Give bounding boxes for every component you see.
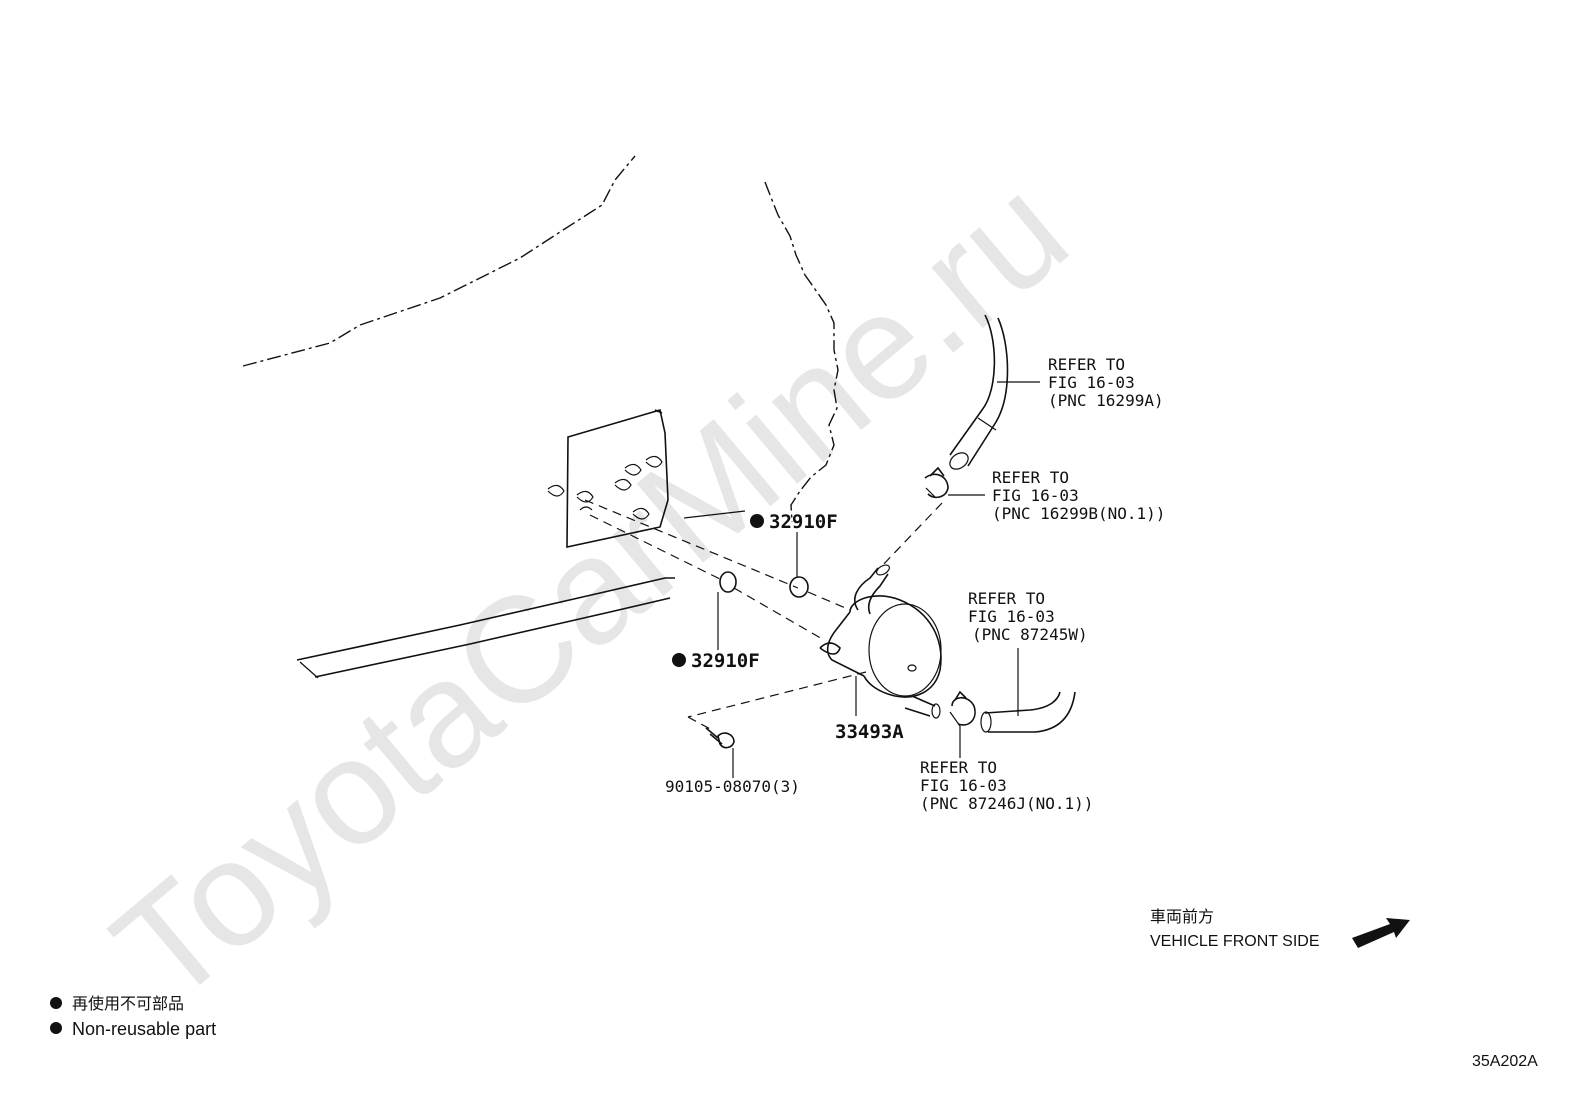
legend-bullet-en <box>50 1022 62 1034</box>
part-number-oring-lower: 32910F <box>691 650 760 672</box>
legend-label-jp: 再使用不可部品 <box>72 995 184 1013</box>
legend-label-en: Non-reusable part <box>72 1019 216 1039</box>
part-number-cooler: 33493A <box>835 721 904 743</box>
o-ring-lower <box>719 571 737 593</box>
non-reusable-mark-upper <box>750 514 764 528</box>
legend-bullet-jp <box>50 997 62 1009</box>
upper-hose <box>949 314 1009 470</box>
upper-clamp <box>924 466 949 499</box>
o-ring-upper <box>789 576 809 598</box>
front-arrow-icon <box>1352 918 1410 948</box>
oil-cooler <box>819 564 942 719</box>
non-reusable-mark-lower <box>672 653 686 667</box>
part-number-bolt: 90105-08070(3) <box>665 777 800 796</box>
right-hose <box>980 691 1076 733</box>
assembly-lines <box>584 499 943 731</box>
leader-lines <box>683 381 1040 778</box>
watermark: ToyotaCarMine.ru <box>83 145 1098 1035</box>
direction-label-en: VEHICLE FRONT SIDE <box>1150 933 1320 950</box>
direction-label-jp: 車両前方 <box>1150 908 1214 926</box>
figure-code: 35A202A <box>1472 1053 1538 1070</box>
part-number-oring-upper: 32910F <box>769 511 838 533</box>
transmission-case-outline <box>242 155 839 679</box>
mounting-bracket <box>547 408 669 548</box>
bolt <box>705 727 735 749</box>
lower-clamp <box>949 690 976 727</box>
